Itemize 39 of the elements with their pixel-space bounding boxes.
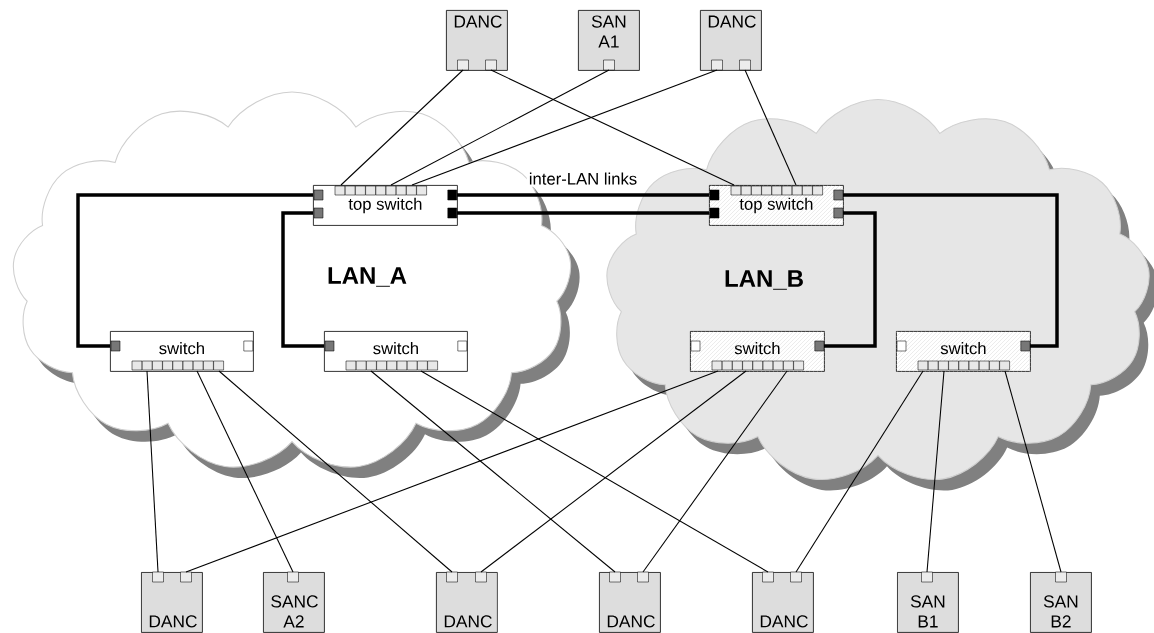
switch-box: switch (690, 340, 825, 371)
connector-line (1004, 370, 1062, 573)
connector-line (411, 69, 718, 186)
connector-line (824, 211, 877, 348)
connector-line (480, 370, 747, 573)
device-box: SAN A1 (578, 10, 640, 71)
device-box: DANC (752, 571, 814, 633)
device-box: DANC (141, 571, 203, 633)
connector-line (490, 69, 735, 186)
device-box: DANC (700, 10, 762, 71)
device-box: DANC (446, 10, 508, 71)
device-box: SAN B2 (1030, 571, 1092, 633)
switch-box: switch (896, 340, 1031, 371)
connector-line (642, 370, 788, 573)
edge-label: inter-LAN links (526, 170, 640, 187)
connector-line (390, 69, 610, 186)
switch-box: switch (324, 331, 468, 372)
device-box: DANC (436, 571, 498, 633)
switch-box: switch (110, 331, 254, 372)
connector-line (795, 370, 924, 573)
device-box: DANC (599, 571, 661, 633)
connector-line (457, 193, 709, 197)
connector-line (218, 370, 453, 573)
connector-line (76, 193, 313, 348)
connector-line (281, 211, 324, 348)
connector-line (196, 370, 294, 573)
connector-line (370, 370, 616, 573)
connector-line (340, 69, 464, 186)
device-box: SANC A2 (263, 571, 325, 633)
connector-line (843, 193, 1059, 348)
switch-box: top switch (709, 185, 844, 219)
connector-line (185, 370, 719, 573)
connector-line (146, 370, 159, 573)
connector-line (744, 69, 797, 186)
device-box: SAN B1 (897, 571, 959, 633)
connector-line (420, 370, 769, 573)
connector-line (457, 211, 709, 215)
switch-box: top switch (313, 185, 458, 226)
connector-line (926, 370, 945, 573)
